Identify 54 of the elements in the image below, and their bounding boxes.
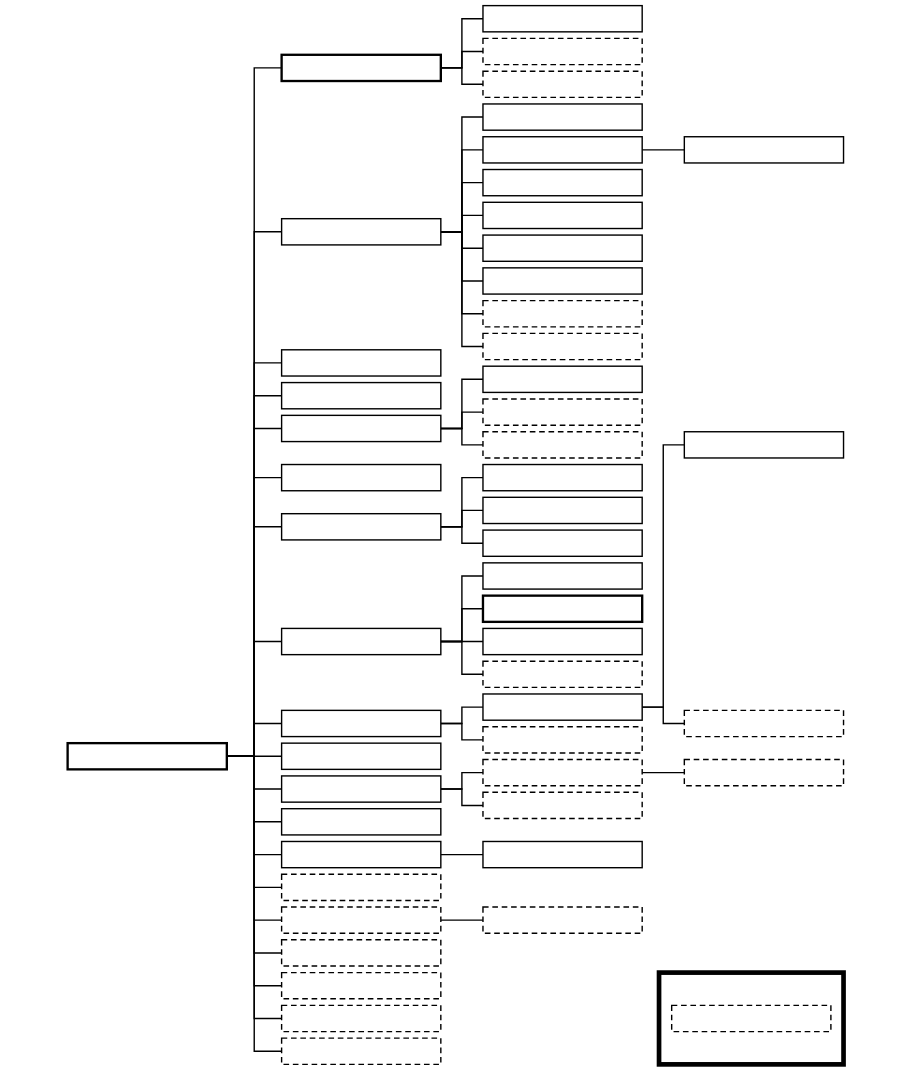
node-box	[482, 496, 643, 525]
node-box	[482, 365, 643, 394]
node-box	[683, 431, 845, 459]
node-box	[280, 775, 442, 803]
node-box	[280, 349, 442, 377]
node-box	[280, 381, 442, 410]
node-box	[280, 218, 442, 246]
node-box	[482, 299, 643, 328]
node-box	[482, 332, 643, 361]
cluster	[656, 970, 846, 1067]
node-box	[482, 906, 643, 934]
node-box	[482, 234, 643, 262]
node-box	[280, 971, 442, 1000]
node-box	[482, 4, 643, 33]
node-box	[482, 267, 643, 295]
node-box	[482, 201, 643, 230]
node-box	[66, 741, 228, 771]
node-box	[280, 709, 442, 738]
node-box	[280, 939, 442, 967]
node-box	[482, 70, 643, 99]
node-box	[280, 414, 442, 443]
node-box	[280, 873, 442, 902]
node-box	[482, 693, 643, 721]
node-box	[482, 726, 643, 754]
node-box	[482, 136, 643, 164]
node-box	[482, 37, 643, 66]
node-box	[280, 906, 442, 934]
node-box	[481, 594, 644, 624]
node-box	[280, 840, 442, 869]
node-box	[280, 627, 442, 656]
node-box	[280, 808, 442, 836]
node-box	[482, 168, 643, 197]
node-box	[482, 758, 643, 787]
node-box	[482, 529, 643, 557]
node-box	[683, 136, 845, 164]
node-box	[280, 53, 442, 83]
node-box	[482, 840, 643, 869]
node-box	[482, 791, 643, 820]
node-box	[280, 742, 442, 771]
node-box	[280, 1004, 442, 1033]
node-box	[482, 431, 643, 459]
node-box	[683, 709, 845, 738]
node-box	[280, 463, 442, 492]
node-box	[482, 627, 643, 656]
node-box	[482, 103, 643, 131]
node-box	[683, 758, 845, 787]
node-box	[670, 1004, 832, 1033]
node-box	[280, 1037, 442, 1066]
node-box	[482, 463, 643, 492]
connector	[440, 231, 484, 348]
node-box	[482, 562, 643, 590]
node-box	[482, 660, 643, 689]
node-box	[482, 398, 643, 426]
node-box	[280, 513, 442, 541]
